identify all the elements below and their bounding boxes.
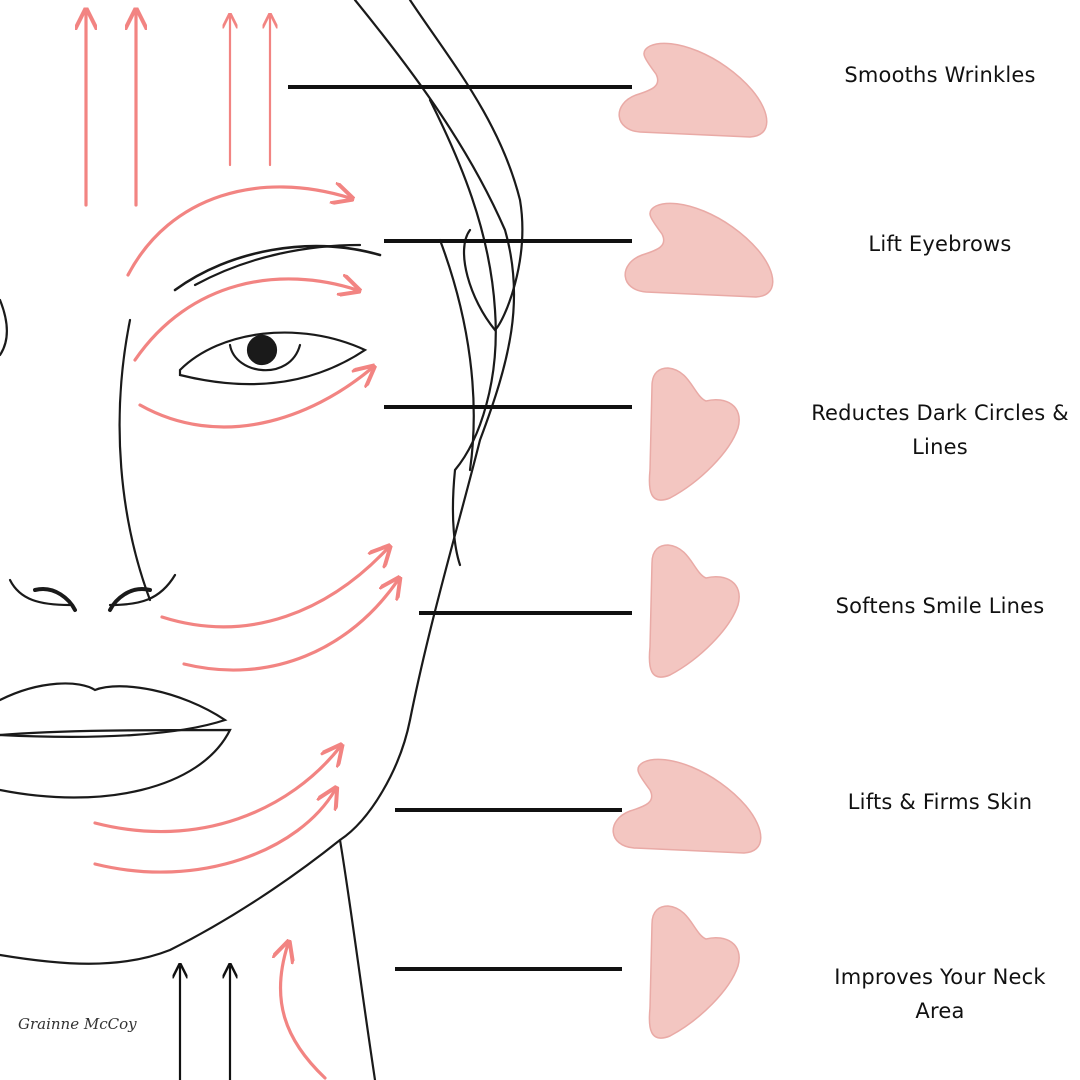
gua-sha-stone-3 xyxy=(648,367,740,501)
gua-sha-stone-5 xyxy=(612,758,762,854)
benefit-label-1: Smooths Wrinkles xyxy=(844,63,1036,87)
gua-sha-stone-1 xyxy=(618,42,768,138)
face-outline xyxy=(0,0,524,1080)
benefit-label-6: Improves Your Neck Area xyxy=(834,965,1046,1023)
gua-sha-stone-6 xyxy=(648,905,740,1039)
gua-sha-stones xyxy=(612,42,774,1039)
gua-sha-stone-4 xyxy=(648,544,740,678)
benefit-label-2: Lift Eyebrows xyxy=(868,232,1012,256)
neck-arrows xyxy=(180,966,230,1080)
pointer-lines xyxy=(288,85,632,971)
benefit-label-5: Lifts & Firms Skin xyxy=(847,790,1033,814)
gua-sha-stone-2 xyxy=(624,202,774,298)
artist-signature: Grainne McCoy xyxy=(18,1015,137,1033)
benefit-label-4: Softens Smile Lines xyxy=(835,594,1045,618)
benefit-label-3: Reductes Dark Circles & Lines xyxy=(811,401,1069,459)
massage-direction-arrows xyxy=(86,12,398,1080)
